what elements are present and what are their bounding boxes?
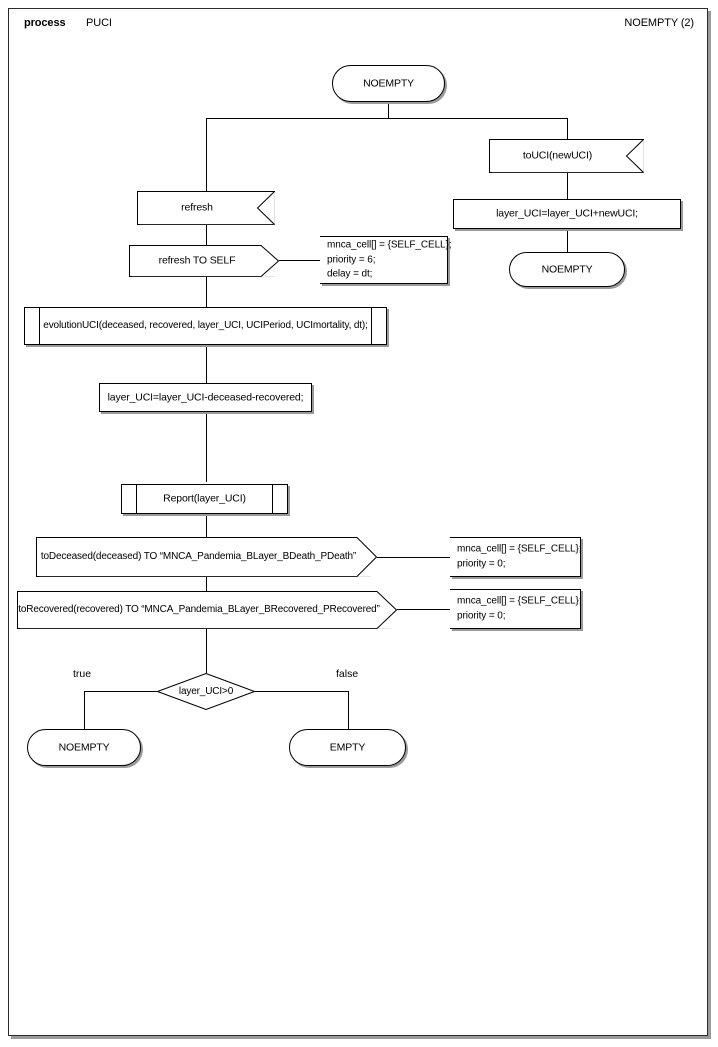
connector-decision-true-horizontal (84, 691, 157, 692)
connector-decision-false-down (348, 691, 349, 729)
state-noempty-right[interactable]: NOEMPTY (509, 252, 625, 287)
output-signal-todeceased[interactable]: toDeceased(deceased) TO “MNCA_Pandemia_B… (36, 537, 377, 577)
input-signal-touci[interactable]: toUCI(newUCI) (489, 139, 644, 173)
output-signal-refresh-self-label: refresh TO SELF (158, 254, 236, 267)
input-signal-touci-label: toUCI(newUCI) (522, 149, 593, 162)
comment-todeceased: mnca_cell[] = {SELF_CELL}; priority = 0; (450, 537, 582, 577)
state-noempty-start-label: NOEMPTY (363, 76, 414, 89)
decision-layer-uci[interactable]: layer_UCI>0 (157, 673, 255, 710)
connector-split-horizontal (206, 118, 568, 119)
procedure-call-evolutionuci-label: evolutionUCI(deceased, recovered, layer_… (43, 319, 368, 331)
page-frame (8, 8, 708, 1036)
connector-output-to-evolution (206, 276, 207, 307)
branch-label-true: true (73, 668, 92, 680)
header-process-name: PUCI (86, 17, 112, 29)
connector-comment-torecovered-leader (397, 609, 450, 610)
state-noempty-end[interactable]: NOEMPTY (27, 729, 141, 766)
header-kind: process (24, 17, 66, 29)
state-noempty-start[interactable]: NOEMPTY (332, 65, 445, 102)
decision-shape (157, 673, 255, 710)
connector-left-branch-down (206, 118, 207, 191)
connector-decision-true-down (84, 691, 85, 729)
output-signal-shape (129, 245, 279, 277)
connector-report-to-todeceased (206, 514, 207, 537)
connector-comment-todeceased-leader (377, 557, 450, 558)
header-page-label: NOEMPTY (2) (624, 17, 694, 29)
connector-todeceased-to-torecovered (206, 577, 207, 591)
task-subtract-label: layer_UCI=layer_UCI-deceased-recovered; (107, 390, 304, 403)
task-subtract[interactable]: layer_UCI=layer_UCI-deceased-recovered; (99, 383, 312, 412)
input-signal-refresh-shape (137, 191, 275, 225)
connector-evolution-to-subtract (206, 345, 207, 383)
connector-start-down (388, 101, 389, 118)
state-noempty-end-label: NOEMPTY (58, 740, 110, 753)
input-signal-refresh-label: refresh (181, 201, 213, 214)
procedure-call-evolutionuci[interactable]: evolutionUCI(deceased, recovered, layer_… (24, 307, 387, 345)
comment-torecovered-text: mnca_cell[] = {SELF_CELL}; priority = 0; (457, 595, 582, 622)
input-signal-refresh[interactable]: refresh (137, 191, 275, 225)
comment-refresh-text: mnca_cell[] = {SELF_CELL}; priority = 6;… (327, 239, 452, 280)
connector-right-branch-down (567, 118, 568, 139)
output-signal-torecovered[interactable]: toRecovered(recovered) TO “MNCA_Pandemia… (17, 591, 397, 629)
connector-task-to-state (567, 228, 568, 253)
state-empty-end[interactable]: EMPTY (289, 729, 406, 766)
comment-todeceased-text: mnca_cell[] = {SELF_CELL}; priority = 0; (457, 543, 582, 570)
output-signal-todeceased-shape (36, 537, 377, 577)
decision-layer-uci-label: layer_UCI>0 (178, 685, 234, 697)
connector-subtract-to-report (206, 412, 207, 482)
state-noempty-right-label: NOEMPTY (541, 262, 593, 275)
connector-touci-to-task (567, 172, 568, 199)
connector-comment-refresh-leader (278, 260, 320, 261)
output-signal-todeceased-label: toDeceased(deceased) TO “MNCA_Pandemia_B… (40, 550, 357, 562)
state-empty-end-label: EMPTY (329, 740, 366, 753)
comment-torecovered: mnca_cell[] = {SELF_CELL}; priority = 0; (450, 589, 582, 629)
task-add-newuci-label: layer_UCI=layer_UCI+newUCI; (496, 207, 638, 220)
task-add-newuci[interactable]: layer_UCI=layer_UCI+newUCI; (453, 199, 681, 229)
input-signal-shape (489, 139, 644, 173)
output-signal-torecovered-shape (17, 591, 397, 629)
connector-refresh-to-output (206, 224, 207, 245)
connector-decision-false-horizontal (255, 691, 348, 692)
output-signal-refresh-self[interactable]: refresh TO SELF (129, 245, 279, 277)
branch-label-false: false (336, 668, 359, 680)
connector-torecovered-to-decision (206, 629, 207, 673)
output-signal-torecovered-label: toRecovered(recovered) TO “MNCA_Pandemia… (18, 603, 380, 615)
comment-refresh: mnca_cell[] = {SELF_CELL}; priority = 6;… (320, 236, 452, 284)
procedure-call-report-label: Report(layer_UCI) (163, 492, 246, 505)
procedure-call-report[interactable]: Report(layer_UCI) (121, 484, 288, 514)
